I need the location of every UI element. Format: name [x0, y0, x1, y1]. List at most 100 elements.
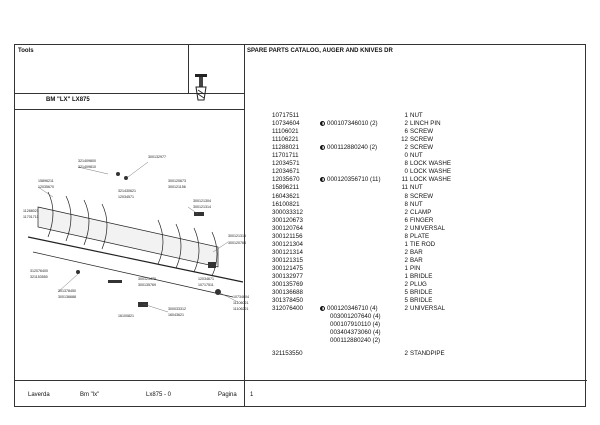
substitute-code: 000112880240 (2) — [327, 144, 378, 152]
part-continued-row: 000112880240 (2) — [330, 337, 381, 345]
part-code: 321153550 — [272, 350, 303, 358]
part-qty: 2 — [404, 256, 408, 264]
part-code: 300121475 — [272, 264, 303, 272]
part-code: 12035670 — [272, 176, 300, 184]
substitute-icon — [320, 306, 325, 312]
part-description: PLATE — [410, 232, 430, 240]
footer-page-label: Pagina — [218, 392, 237, 398]
footer-divider — [15, 380, 587, 381]
part-description: SCREW — [410, 144, 434, 152]
part-continued-row: 003404373060 (4) — [330, 329, 381, 337]
diagram-label: 321409800 — [78, 159, 96, 163]
part-code: 15896211 — [272, 184, 300, 192]
part-qty: 5 — [404, 297, 408, 305]
part-code: 12034571 — [272, 160, 300, 168]
part-code: 12034671 — [272, 168, 300, 176]
hardware-parts — [76, 172, 221, 307]
diagram-label: 16043621 — [168, 313, 184, 317]
part-qty: 1 — [404, 240, 408, 248]
substitute-code: 000120346710 (4) — [327, 305, 378, 313]
part-substitute: 000120356710 (11) — [320, 176, 406, 183]
part-qty: 2 — [404, 208, 408, 216]
part-qty: 2 — [404, 120, 408, 128]
part-qty: 1 — [404, 112, 408, 119]
diagram-label: 321409810 — [78, 165, 96, 169]
part-code: 300132977 — [272, 273, 303, 280]
footer-page-number: 1 — [250, 392, 254, 398]
part-description: STANDPIPE — [410, 350, 445, 358]
part-substitute: 000112880240 (2) — [320, 144, 406, 151]
part-qty: 2 — [404, 350, 408, 358]
part-qty: 8 — [404, 160, 408, 168]
part-code: 10734604 — [272, 120, 300, 128]
part-qty: 12 — [401, 136, 408, 144]
part-code: 301378450 — [272, 297, 303, 305]
diagram-label: 300120764 — [228, 241, 246, 245]
footer-brand: Laverda — [28, 392, 50, 398]
part-code: 300135769 — [272, 281, 303, 289]
part-code: 300121156 — [272, 232, 303, 240]
part-substitute: 000107346010 (2) — [320, 120, 406, 127]
diagram-label: 300132977 — [148, 155, 166, 159]
diagram-label: 300120673 — [168, 179, 186, 183]
part-qty: 6 — [404, 216, 408, 224]
tool-clamp-icon — [195, 74, 207, 101]
footer-code: Lx875 - 0 — [146, 392, 172, 398]
part-qty: 1 — [404, 264, 408, 272]
auger-diagram: 3214098003214098103001329771589621112035… — [23, 155, 249, 318]
part-substitute: 000120346710 (4) — [320, 305, 406, 312]
part-code: 16043621 — [272, 192, 300, 200]
part-description: BRIDLE — [410, 289, 433, 297]
tools-box-divider — [15, 93, 244, 94]
part-description: CLAMP — [410, 208, 432, 216]
part-code: 10717511 — [272, 112, 300, 119]
part-code: 300120764 — [272, 224, 303, 232]
model-box-divider — [15, 109, 244, 110]
part-qty: 2 — [404, 305, 408, 313]
part-qty: 11 — [401, 176, 408, 184]
diagram-label: 11106021 — [233, 301, 248, 305]
diagram-label: 11701711 — [23, 215, 38, 219]
part-description: BRIDLE — [410, 273, 433, 280]
part-description: UNIVERSAL — [410, 305, 446, 313]
auger-spiral — [47, 191, 218, 277]
part-code: 11106021 — [272, 128, 299, 136]
substitute-icon — [320, 177, 325, 183]
part-code: 300121304 — [272, 240, 303, 248]
diagram-label: 300033312 — [168, 307, 186, 311]
part-qty: 5 — [404, 289, 408, 297]
part-continued-row: 000107910110 (4) — [330, 321, 381, 329]
part-code: 11288021 — [272, 144, 300, 152]
substitute-icon — [320, 145, 325, 151]
part-qty: 2 — [404, 224, 408, 232]
diagram-label: 10717511 — [198, 283, 214, 287]
part-description: NUT — [410, 200, 423, 208]
part-qty: 2 — [404, 144, 408, 152]
part-qty: 8 — [404, 200, 408, 208]
diagram-label: 300121304 — [193, 199, 211, 203]
part-code: 16100821 — [272, 200, 300, 208]
diagram-label: 321153550 — [30, 275, 48, 279]
part-qty: 8 — [404, 232, 408, 240]
part-description: PLUG — [410, 281, 427, 289]
part-description: FINGER — [410, 216, 434, 224]
diagram-label: 300135769 — [138, 283, 156, 287]
part-qty: 0 — [404, 152, 408, 160]
catalog-title: SPARE PARTS CATALOG, AUGER AND KNIVES DR — [247, 48, 393, 54]
tools-title: Tools — [18, 48, 34, 54]
diagram-labels: 3214098003214098103001329771589621112035… — [23, 155, 249, 318]
auger-shaft — [27, 236, 244, 283]
part-description: SCREW — [410, 136, 434, 144]
substitute-icon — [320, 120, 325, 126]
part-code: 11701711 — [272, 152, 299, 160]
part-description: LOCK WASHE — [410, 176, 452, 184]
part-description: PIN — [410, 264, 421, 272]
diagram-label: 12034571 — [118, 195, 134, 199]
diagram-label: 300121475 — [138, 277, 156, 281]
part-description: NUT — [410, 184, 423, 192]
substitute-code: 000107346010 (2) — [327, 120, 378, 128]
part-code: 11106221 — [272, 136, 299, 144]
diagram-label: 300136688 — [58, 295, 76, 299]
part-description: LINCH PIN — [410, 120, 441, 128]
diagram-label: 16100821 — [118, 314, 134, 318]
